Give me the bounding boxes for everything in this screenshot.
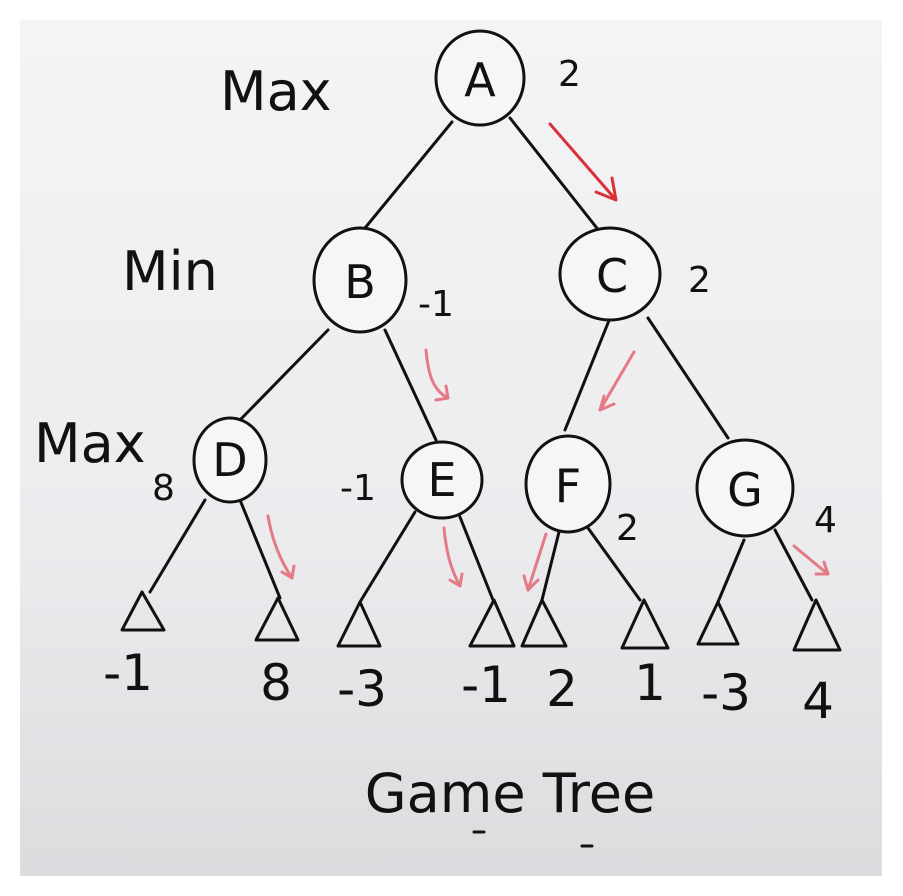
leaf-triangle bbox=[520, 598, 568, 648]
leaf-triangle bbox=[696, 600, 740, 646]
node-G-value: 4 bbox=[814, 500, 837, 541]
edge-A-B bbox=[363, 120, 454, 230]
node-F-value: 2 bbox=[616, 508, 639, 549]
leaf-value-1: -1 bbox=[103, 644, 153, 702]
node-B: B bbox=[312, 226, 408, 334]
edge-F-leaf5 bbox=[540, 526, 562, 602]
arrow-D-to-leaf2 bbox=[266, 514, 296, 580]
leaf-value-4: -1 bbox=[461, 656, 511, 714]
node-G-letter: G bbox=[727, 463, 763, 517]
node-B-letter: B bbox=[344, 255, 376, 309]
edge-C-G bbox=[646, 316, 730, 440]
node-A: A bbox=[434, 29, 526, 127]
node-C: C bbox=[558, 226, 662, 322]
leaf-value-2: 8 bbox=[260, 654, 292, 712]
leaf-triangle bbox=[792, 598, 842, 652]
leaf-value-5: 2 bbox=[546, 660, 578, 718]
level-label-max-top: Max bbox=[220, 60, 332, 123]
node-C-value: 2 bbox=[688, 260, 711, 301]
edge-G-leaf7 bbox=[716, 538, 746, 604]
node-D-letter: D bbox=[212, 433, 247, 487]
arrow-B-to-E bbox=[424, 348, 450, 402]
edge-B-E bbox=[383, 328, 438, 442]
leaf-triangle bbox=[620, 598, 670, 650]
level-label-max-bottom: Max bbox=[34, 412, 146, 475]
arrow-C-to-F bbox=[598, 350, 636, 412]
level-label-min: Min bbox=[122, 240, 218, 303]
diagram-caption: Game Tree bbox=[365, 762, 655, 825]
edge-A-C bbox=[508, 116, 602, 234]
leaf-value-3: -3 bbox=[337, 660, 387, 718]
node-B-value: -1 bbox=[418, 284, 454, 325]
node-F: F bbox=[524, 434, 612, 534]
arrow-F-to-leaf5 bbox=[522, 532, 548, 592]
leaf-value-8: 4 bbox=[802, 672, 834, 730]
node-E-value: -1 bbox=[340, 468, 376, 509]
leaf-value-6: 1 bbox=[634, 654, 666, 712]
node-F-letter: F bbox=[555, 459, 581, 513]
edge-E-leaf4 bbox=[456, 510, 495, 602]
edge-D-leaf1 bbox=[148, 498, 207, 594]
edge-B-D bbox=[238, 328, 330, 422]
node-A-value: 2 bbox=[558, 54, 581, 95]
edge-C-F bbox=[563, 316, 612, 432]
leaf-value-7: -3 bbox=[701, 664, 751, 722]
leaf-triangles bbox=[120, 590, 842, 652]
node-C-letter: C bbox=[596, 249, 628, 303]
node-D: D bbox=[192, 416, 268, 504]
node-G: G bbox=[695, 438, 795, 538]
edge-G-leaf8 bbox=[773, 528, 814, 602]
leaf-triangle bbox=[120, 590, 166, 632]
edge-F-leaf6 bbox=[586, 526, 642, 602]
node-E: E bbox=[400, 440, 484, 520]
arrow-G-to-leaf8 bbox=[792, 544, 830, 576]
node-D-value: 8 bbox=[152, 468, 175, 509]
arrow-E-to-leaf4 bbox=[442, 526, 464, 588]
node-A-letter: A bbox=[464, 53, 496, 107]
tree-edges bbox=[148, 116, 814, 604]
traversal-arrows bbox=[266, 122, 830, 592]
edge-D-leaf2 bbox=[238, 498, 282, 600]
leaf-triangle bbox=[468, 598, 516, 648]
edge-E-leaf3 bbox=[358, 510, 417, 604]
leaf-triangle bbox=[254, 596, 300, 642]
leaf-triangle bbox=[336, 600, 382, 648]
node-E-letter: E bbox=[427, 453, 456, 507]
arrow-A-to-C bbox=[548, 122, 618, 202]
